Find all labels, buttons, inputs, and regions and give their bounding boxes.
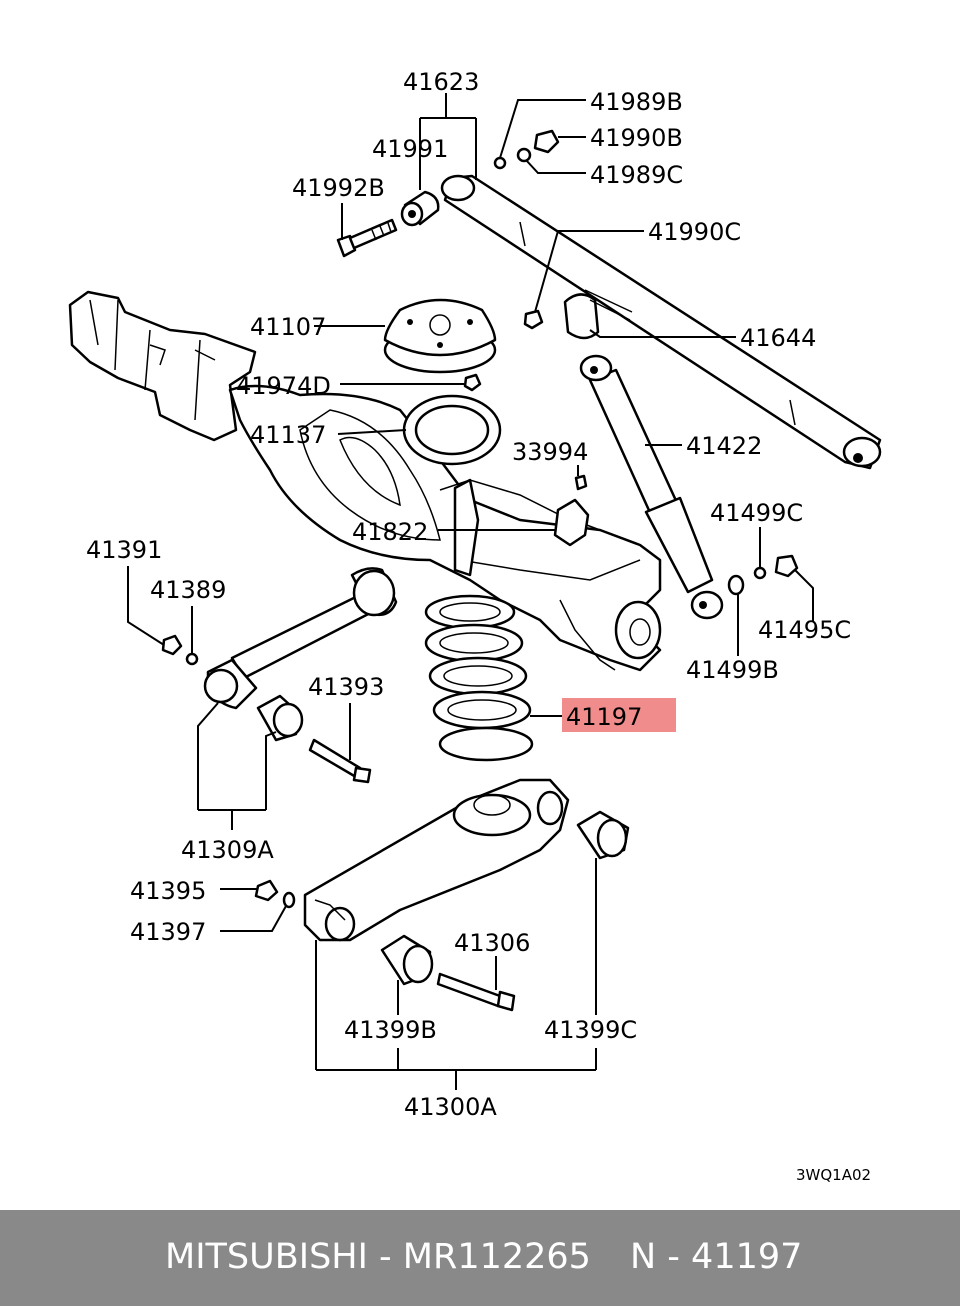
- nut-41395: [254, 879, 279, 902]
- label-33994: 33994: [512, 438, 588, 466]
- label-41107: 41107: [250, 313, 326, 341]
- label-41499C: 41499C: [710, 499, 803, 527]
- bolt-41974D: [463, 373, 482, 392]
- label-41623: 41623: [403, 68, 479, 96]
- label-41397: 41397: [130, 918, 206, 946]
- highlight-box: [562, 698, 676, 732]
- bushing-41991: [400, 190, 440, 227]
- label-41989B: 41989B: [590, 88, 683, 116]
- footer-reference: N - 41197: [630, 1237, 803, 1277]
- label-41991: 41991: [372, 135, 448, 163]
- parts-diagram: 41623 41989B 41990B 41991 41989C 41992B …: [68, 68, 882, 1184]
- footer-brand-part: MITSUBISHI - MR112265: [165, 1237, 591, 1277]
- bolt-41306: [436, 972, 502, 1008]
- label-41395: 41395: [130, 877, 206, 905]
- label-41300A: 41300A: [404, 1093, 497, 1121]
- label-41197: 41197: [566, 703, 642, 731]
- label-41389: 41389: [150, 576, 226, 604]
- label-41399C: 41399C: [544, 1016, 637, 1044]
- nut-41391: [161, 634, 183, 656]
- washer-41499C: [753, 566, 767, 580]
- label-41992B: 41992B: [292, 174, 385, 202]
- shock-absorber-41422: [579, 354, 724, 620]
- spring-seat-41107: [383, 298, 497, 374]
- nut-41495C: [774, 554, 799, 578]
- lateral-rod-41309A: [203, 567, 398, 742]
- label-41309A: 41309A: [181, 836, 274, 864]
- label-41137: 41137: [250, 421, 326, 449]
- washer-41989B: [493, 156, 507, 170]
- label-41974D: 41974D: [236, 372, 331, 400]
- washer-41989C: [516, 147, 532, 163]
- bushing-41399C: [576, 810, 630, 860]
- label-41990C: 41990C: [648, 218, 741, 246]
- bolt-41393: [308, 738, 362, 779]
- bolt-41992B: [336, 218, 398, 258]
- washer-41499B: [727, 574, 745, 596]
- bolt-head-41306: [496, 990, 516, 1012]
- label-41822: 41822: [352, 518, 428, 546]
- label-41422: 41422: [686, 432, 762, 460]
- label-41391: 41391: [86, 536, 162, 564]
- spring-pad-41137: [402, 394, 502, 466]
- drawing-code: 3WQ1A02: [796, 1166, 871, 1184]
- washer-41397: [282, 891, 296, 909]
- rear-axle-housing: [68, 290, 662, 672]
- label-41393: 41393: [308, 673, 384, 701]
- label-41499B: 41499B: [686, 656, 779, 684]
- nut-41990B: [533, 129, 560, 154]
- label-41495C: 41495C: [758, 616, 851, 644]
- leader-lines: [127, 93, 814, 1090]
- label-41990B: 41990B: [590, 124, 683, 152]
- nut-41990C: [523, 309, 544, 330]
- bolt-head-41393: [352, 766, 372, 784]
- bushing-41399B: [380, 934, 434, 986]
- footer-bar: MITSUBISHI - MR112265 N - 41197: [0, 1210, 960, 1306]
- part-labels: 41623 41989B 41990B 41991 41989C 41992B …: [86, 68, 871, 1184]
- label-41989C: 41989C: [590, 161, 683, 189]
- label-41644: 41644: [740, 324, 816, 352]
- washer-41389: [185, 652, 199, 666]
- bump-stopper-41822: [553, 474, 590, 547]
- lower-arm-41300A: [303, 778, 570, 942]
- label-41306: 41306: [454, 929, 530, 957]
- label-41399B: 41399B: [344, 1016, 437, 1044]
- coil-spring-41197: [424, 594, 534, 762]
